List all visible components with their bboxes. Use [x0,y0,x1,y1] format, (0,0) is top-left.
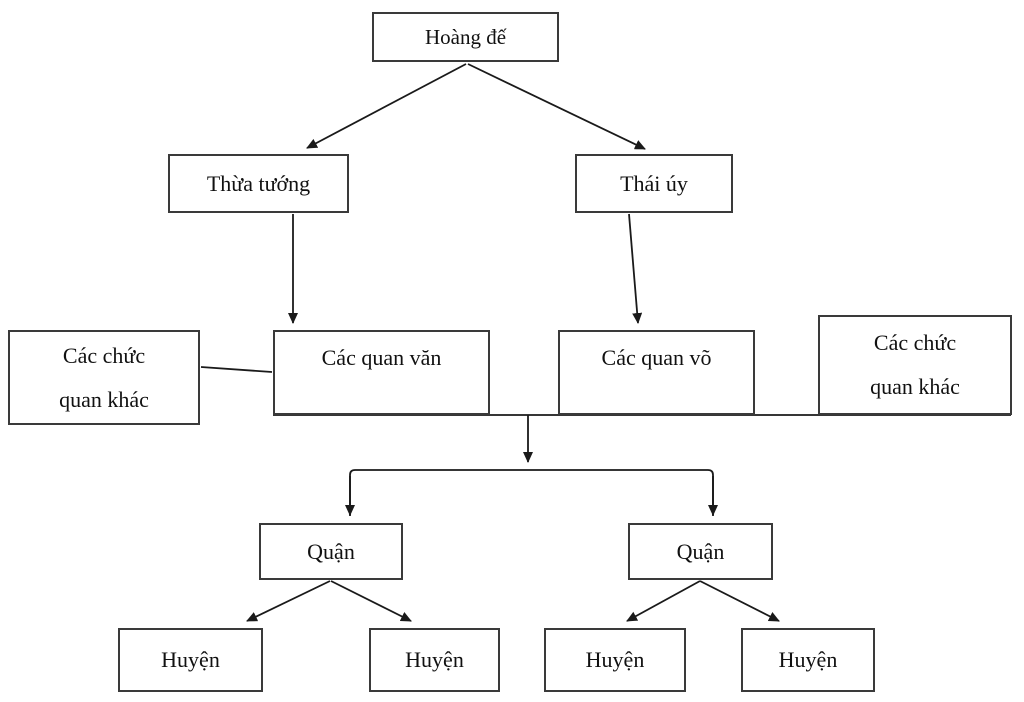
node-district-2-label: Huyện [405,647,464,673]
node-emperor-label: Hoàng đế [424,24,507,49]
node-other-officials-right-line1: Các chức [873,330,957,355]
node-commandery-left: Quận [259,523,403,580]
node-district-1-label: Huyện [161,647,220,673]
node-other-officials-left: Các chức quan khác [8,330,200,425]
edge-quanR-huyen4 [699,580,780,622]
node-chancellor: Thừa tướng [168,154,349,213]
node-civil-officials-label: Các quan văn [321,345,442,370]
edge-quanL-huyen2 [330,580,412,622]
edge-quanL-huyen1 [246,580,331,622]
node-other-officials-left-line2: quan khác [59,386,149,412]
node-chancellor-label: Thừa tướng [206,170,311,196]
edge-otherleft-civil [200,366,273,373]
edge-bracket [349,469,714,516]
edge-emperor-chancellor [306,63,467,149]
node-other-officials-left-line1: Các chức [62,342,146,368]
node-district-4: Huyện [741,628,875,692]
node-other-officials-right-line2: quan khác [870,374,960,399]
node-military-officials-label: Các quan võ [601,345,712,370]
node-district-4-label: Huyện [778,647,838,673]
node-military-officials: Các quan võ [558,330,755,415]
node-commandery-left-label: Quận [307,538,355,564]
node-emperor: Hoàng đế [372,12,559,62]
edge-emperor-commandant [467,63,646,150]
node-district-3: Huyện [544,628,686,692]
node-commandery-right: Quận [628,523,773,580]
node-district-2: Huyện [369,628,500,692]
node-grand-commandant-label: Thái úy [620,170,688,196]
node-other-officials-right: Các chức quan khác [818,315,1012,415]
node-district-3-label: Huyện [585,647,645,673]
node-district-1: Huyện [118,628,263,692]
node-grand-commandant: Thái úy [575,154,733,213]
node-civil-officials: Các quan văn [273,330,490,415]
edge-quanR-huyen3 [626,580,701,622]
edge-commandant-military [628,213,643,324]
node-commandery-right-label: Quận [676,538,725,564]
